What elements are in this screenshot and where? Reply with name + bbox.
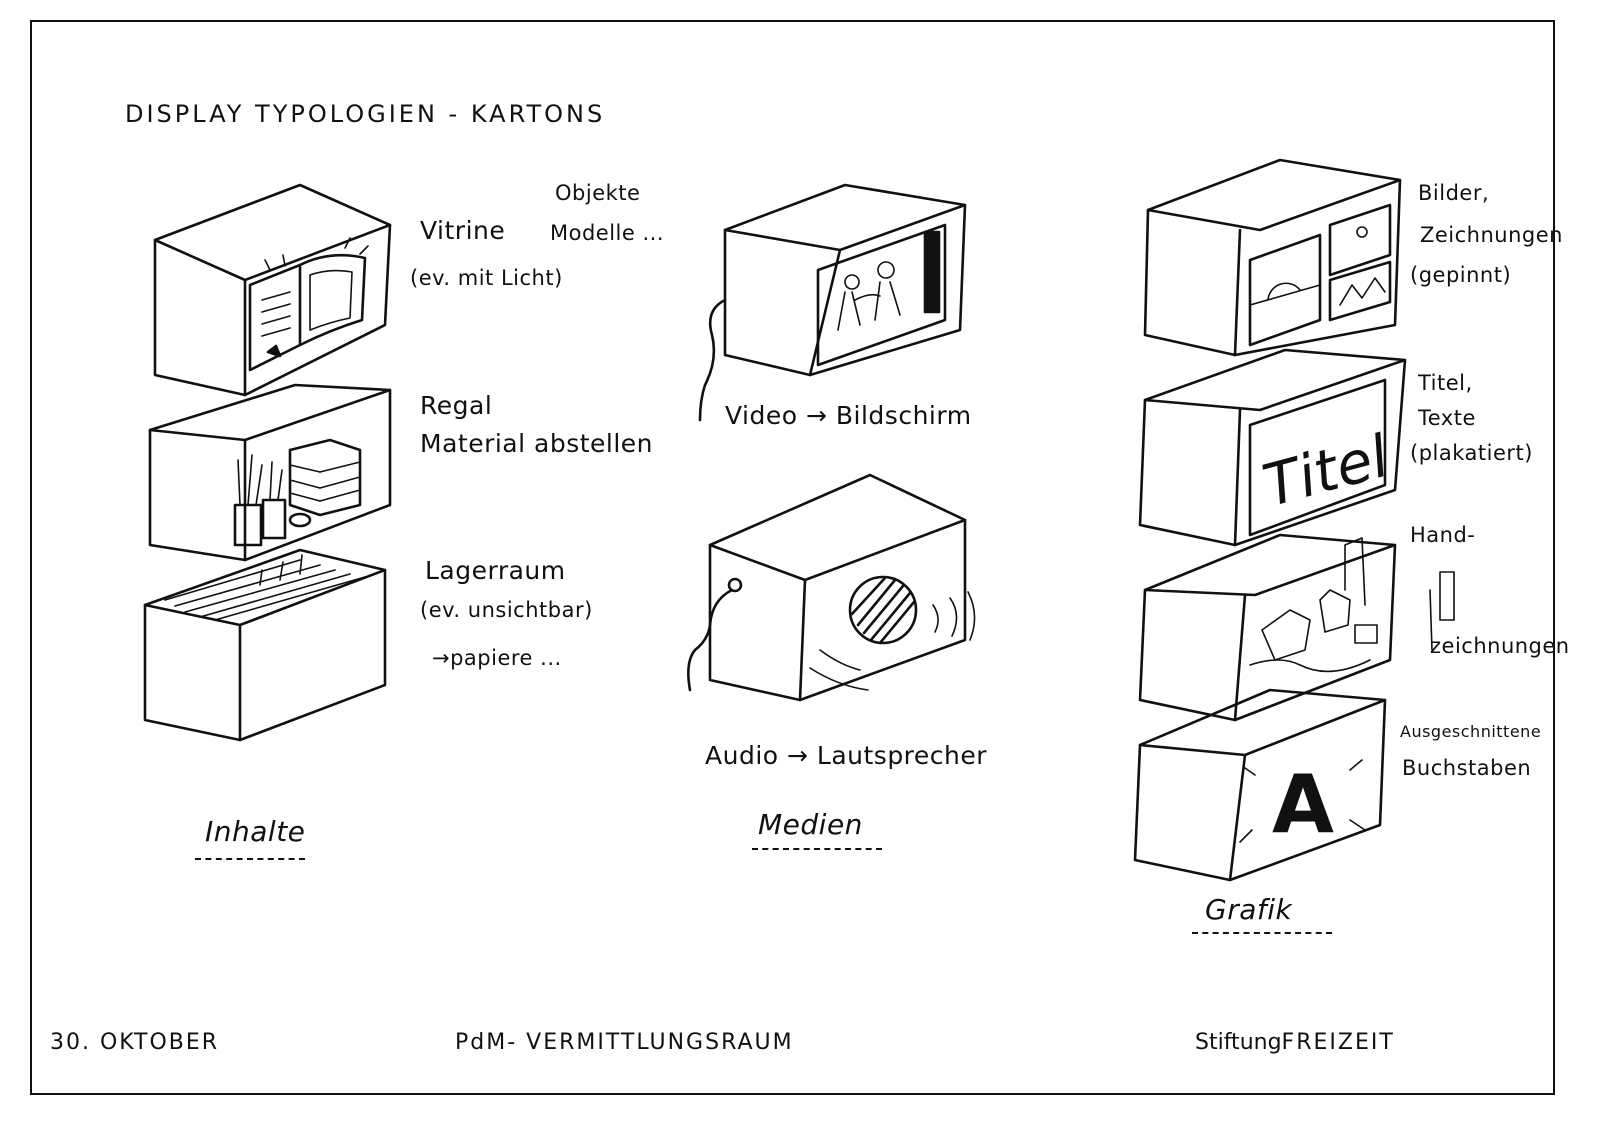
label-lager: Lagerraum — [425, 556, 566, 585]
letter-a: A — [1272, 758, 1334, 851]
footer-client-prefix: Stiftung — [1195, 1030, 1282, 1055]
category-medien: Medien — [758, 808, 863, 841]
label-video: Video → Bildschirm — [725, 401, 972, 430]
underline-inhalte — [195, 858, 305, 860]
label-handzeichnungen: zeichnungen — [1430, 634, 1570, 658]
video-box-drawing — [698, 183, 967, 422]
label-vitrine: Vitrine — [420, 216, 506, 245]
bilder-box-drawing — [1143, 158, 1402, 357]
label-bilder: Bilder, — [1418, 181, 1490, 205]
category-inhalte: Inhalte — [205, 815, 306, 848]
label-audio: Audio → Lautsprecher — [705, 741, 988, 770]
label-titel: Titel, — [1418, 371, 1473, 395]
sheet-border — [30, 20, 1555, 1095]
lager-box-drawing — [143, 548, 387, 742]
label-ausgeschnittene: Ausgeschnittene — [1400, 722, 1542, 741]
label-texte: Texte — [1418, 406, 1476, 430]
underline-medien — [752, 848, 882, 850]
label-vitrine-note: (ev. mit Licht) — [410, 266, 563, 290]
category-grafik: Grafik — [1205, 893, 1293, 926]
label-regal-note: Material abstellen — [420, 429, 654, 458]
buchstaben-box-drawing: A — [1133, 688, 1387, 882]
underline-grafik — [1192, 932, 1332, 934]
label-buchstaben: Buchstaben — [1402, 756, 1532, 780]
label-lager-note: (ev. unsichtbar) — [420, 598, 593, 622]
label-plakatiert: (plakatiert) — [1410, 441, 1533, 465]
label-regal: Regal — [420, 391, 493, 420]
label-vitrine-objekte: Objekte — [555, 181, 641, 205]
footer-client: StiftungFREIZEIT — [1195, 1030, 1395, 1055]
label-lager-arrow: →papiere ... — [432, 646, 562, 670]
titel-box-text: Titel — [1256, 422, 1395, 520]
label-zeichnungen: Zeichnungen — [1420, 223, 1563, 247]
footer-date: 30. OKTOBER — [50, 1030, 220, 1055]
footer-client-name: FREIZEIT — [1281, 1030, 1395, 1055]
regal-box-drawing — [148, 383, 392, 562]
label-vitrine-modelle: Modelle ... — [550, 221, 665, 245]
vitrine-box-drawing — [153, 183, 392, 397]
audio-box-drawing — [687, 473, 976, 702]
sketch-title: DISPLAY TYPOLOGIEN - KARTONS — [125, 100, 606, 128]
label-gepinnt: (gepinnt) — [1410, 263, 1512, 287]
titel-box-drawing: Titel — [1138, 348, 1407, 547]
hand-box-drawing — [1138, 533, 1455, 722]
label-hand: Hand- — [1410, 523, 1476, 547]
footer-project: PdM- VERMITTLUNGSRAUM — [455, 1030, 794, 1055]
